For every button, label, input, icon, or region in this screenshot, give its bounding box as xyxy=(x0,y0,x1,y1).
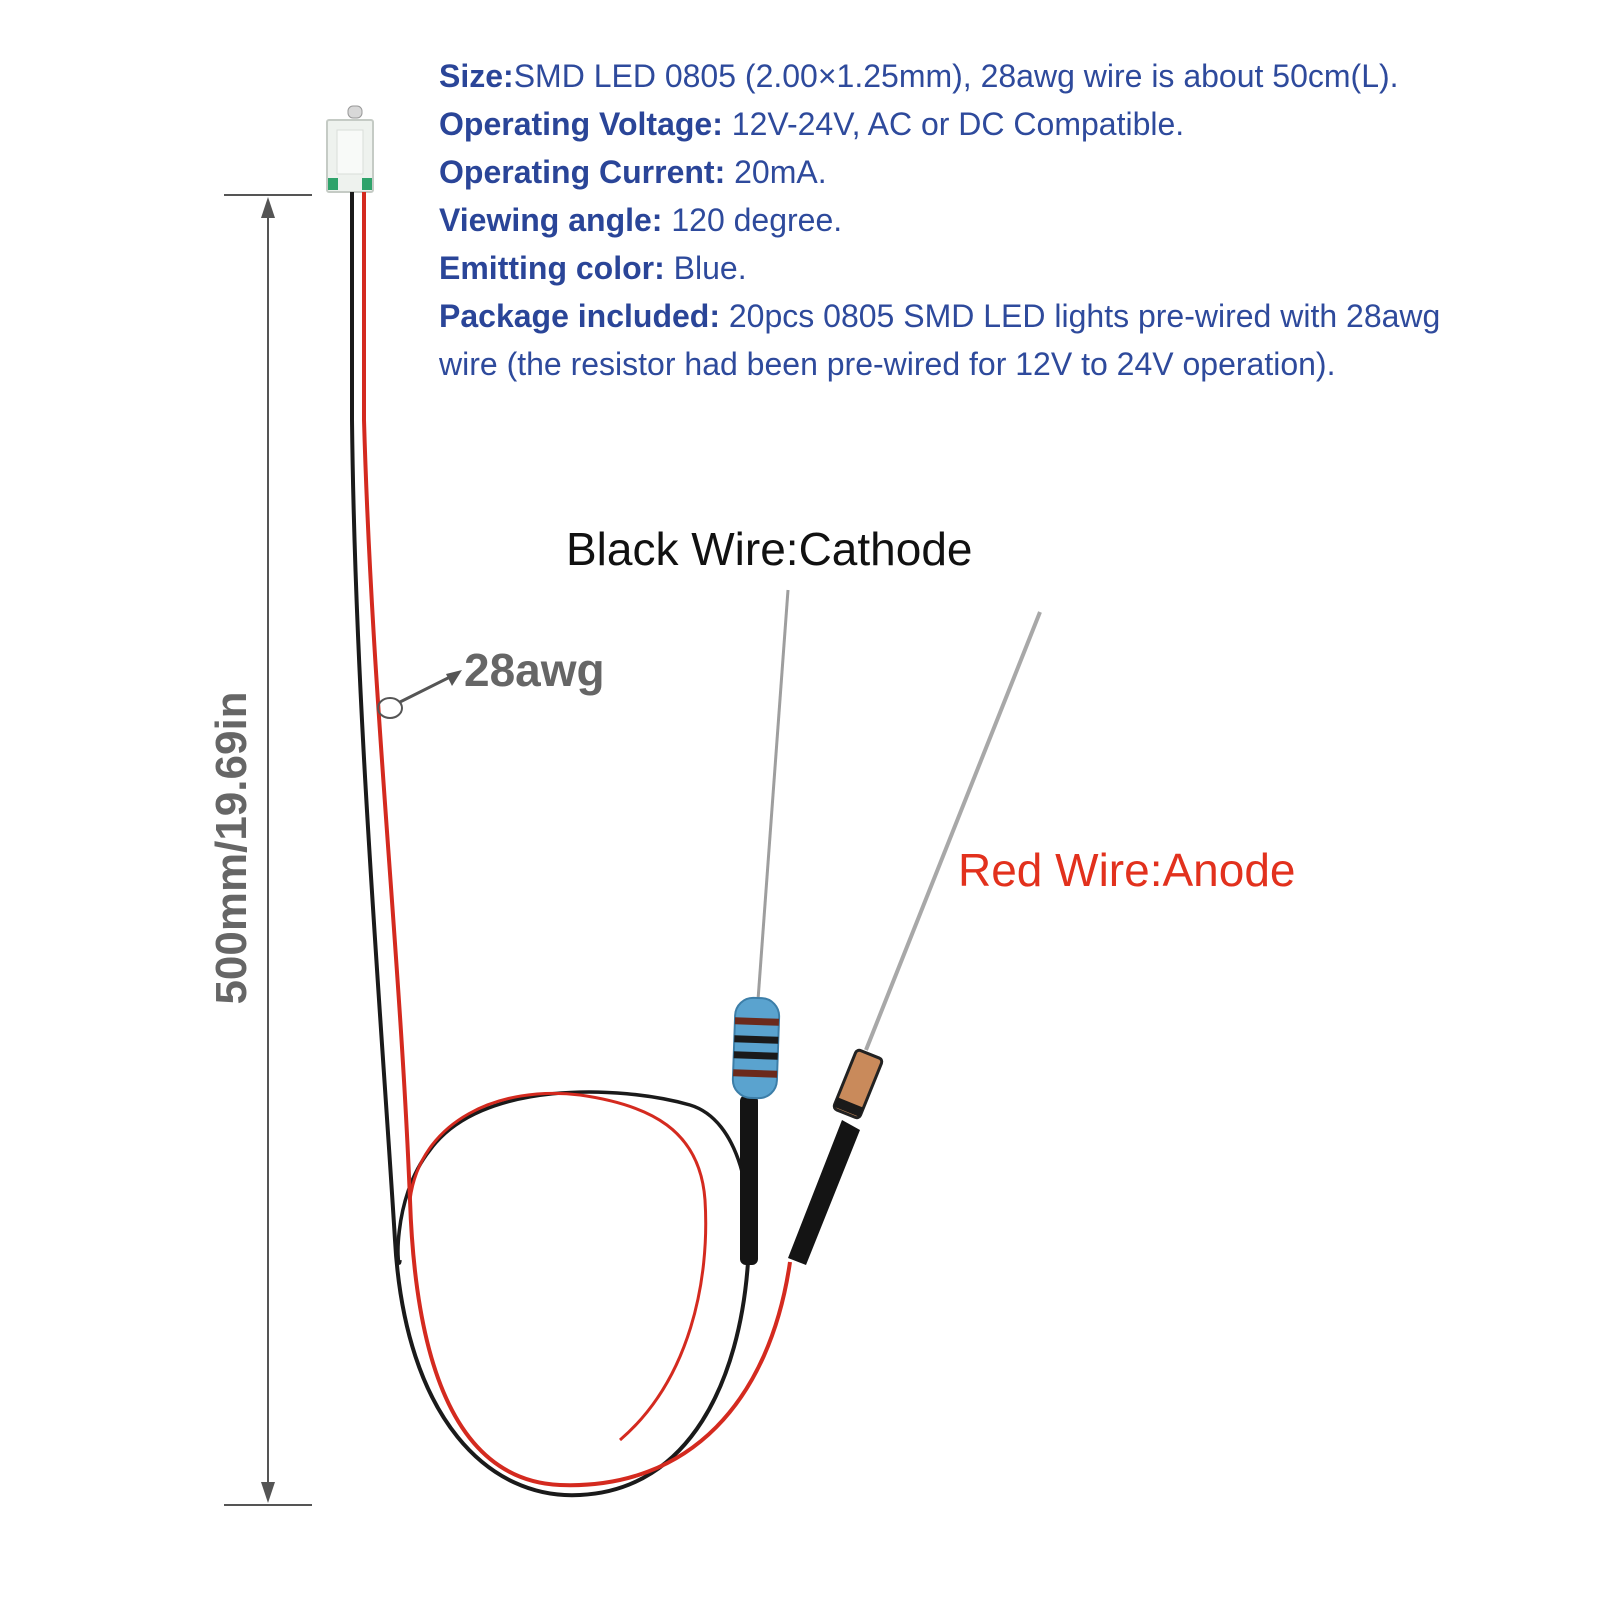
spec-color: Emitting color: Blue. xyxy=(439,244,1589,292)
black-wire-label: Black Wire:Cathode xyxy=(566,523,973,575)
red-wire-loop xyxy=(408,1091,708,1442)
led-pad-left xyxy=(328,178,338,190)
resistor-body xyxy=(731,996,781,1100)
dimension-marker xyxy=(224,194,312,1506)
spec-key: Package included: xyxy=(439,298,720,334)
resistor-heatshrink xyxy=(740,1095,758,1265)
dimension-arrow-up xyxy=(261,197,275,218)
resistor-lead xyxy=(756,589,790,1001)
led-pad-right xyxy=(362,178,372,190)
spec-angle: Viewing angle: 120 degree. xyxy=(439,196,1589,244)
spec-key: Size: xyxy=(439,58,514,94)
red-wire xyxy=(362,192,792,1488)
black-wire xyxy=(350,192,750,1498)
spec-size: Size:SMD LED 0805 (2.00×1.25mm), 28awg w… xyxy=(439,52,1589,100)
spec-value: SMD LED 0805 (2.00×1.25mm), 28awg wire i… xyxy=(513,58,1399,94)
spec-value: 20mA. xyxy=(725,154,827,190)
spec-value: 20pcs 0805 SMD LED lights pre-wired with… xyxy=(719,298,1441,334)
gauge-pointer xyxy=(377,670,462,719)
spec-value: Blue. xyxy=(664,250,747,286)
resistor-band-1 xyxy=(734,1017,780,1026)
spec-package: Package included: 20pcs 0805 SMD LED lig… xyxy=(439,292,1589,340)
resistor-band-4 xyxy=(733,1069,778,1078)
diode-band xyxy=(833,1097,864,1118)
anode-assembly xyxy=(788,611,1042,1265)
black-wire-loop xyxy=(396,1090,752,1265)
gauge-circle xyxy=(377,697,403,719)
resistor-assembly xyxy=(731,589,790,1265)
spec-current: Operating Current: 20mA. xyxy=(439,148,1589,196)
spec-key: Emitting color: xyxy=(439,250,665,286)
resistor-band-2 xyxy=(734,1035,779,1044)
spec-value: 12V-24V, AC or DC Compatible. xyxy=(722,106,1185,142)
spec-key: Operating Current: xyxy=(439,154,726,190)
led-lens xyxy=(347,105,363,119)
spec-key: Viewing angle: xyxy=(439,202,663,238)
gauge-arrowhead xyxy=(446,670,462,686)
length-label: 500mm/19.69in xyxy=(207,691,256,1005)
gauge-line xyxy=(399,674,453,704)
gauge-label: 28awg xyxy=(464,644,605,696)
smd-led xyxy=(326,105,374,193)
spec-package-cont: wire (the resistor had been pre-wired fo… xyxy=(439,340,1589,388)
anode-lead xyxy=(864,611,1042,1051)
red-wire-label: Red Wire:Anode xyxy=(958,844,1296,896)
anode-heatshrink xyxy=(788,1120,860,1265)
dimension-arrow-down xyxy=(261,1482,275,1503)
spec-list: Size:SMD LED 0805 (2.00×1.25mm), 28awg w… xyxy=(439,52,1589,388)
spec-voltage: Operating Voltage: 12V-24V, AC or DC Com… xyxy=(439,100,1589,148)
resistor-band-3 xyxy=(733,1051,778,1060)
led-chip xyxy=(336,129,364,175)
spec-value: 120 degree. xyxy=(662,202,843,238)
spec-key: Operating Voltage: xyxy=(439,106,723,142)
spec-value: wire (the resistor had been pre-wired fo… xyxy=(439,346,1336,382)
